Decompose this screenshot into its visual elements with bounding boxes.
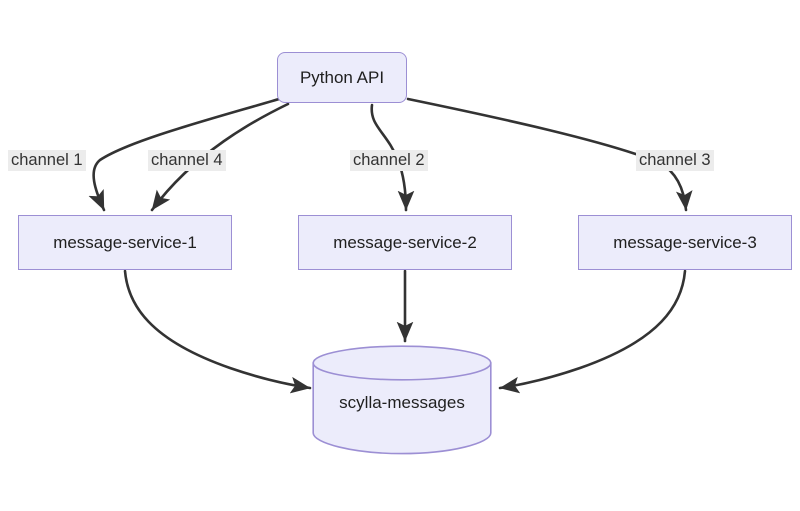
edge-api-to-service3-channel3 xyxy=(406,97,693,212)
edge-label-channel-4: channel 4 xyxy=(148,150,226,171)
edge-api-to-service1-channel1 xyxy=(88,97,281,212)
edge-api-to-service2-channel2 xyxy=(370,103,415,212)
node-python-api[interactable]: Python API xyxy=(277,52,407,103)
edge-label-channel-3: channel 3 xyxy=(636,150,714,171)
edge-service1-to-database xyxy=(123,269,312,394)
node-scylla-messages-label: scylla-messages xyxy=(339,393,465,412)
node-message-service-1-label: message-service-1 xyxy=(53,233,197,252)
cylinder-shape xyxy=(312,345,492,455)
node-message-service-3[interactable]: message-service-3 xyxy=(578,215,792,270)
node-python-api-label: Python API xyxy=(299,68,385,87)
node-message-service-2[interactable]: message-service-2 xyxy=(298,215,512,270)
edge-service3-to-database xyxy=(498,269,687,394)
node-message-service-3-label: message-service-3 xyxy=(613,233,757,252)
edge-label-channel-2: channel 2 xyxy=(350,150,428,171)
edge-api-to-service1-channel4 xyxy=(150,102,290,212)
node-scylla-messages[interactable]: scylla-messages xyxy=(312,345,492,455)
node-message-service-1[interactable]: message-service-1 xyxy=(18,215,232,270)
node-message-service-2-label: message-service-2 xyxy=(333,233,477,252)
edge-label-channel-1: channel 1 xyxy=(8,150,86,171)
